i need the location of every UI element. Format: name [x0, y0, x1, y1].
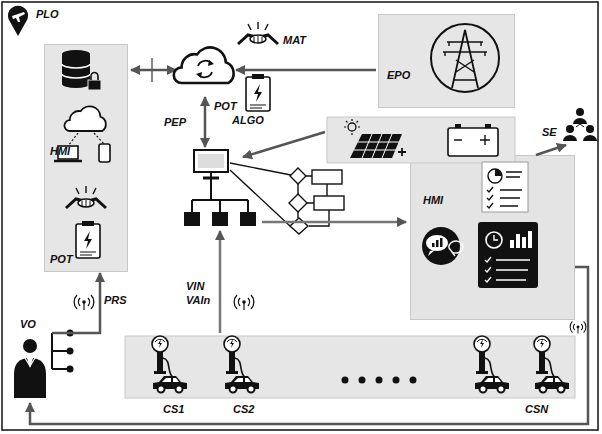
solar-battery-box: [327, 117, 515, 163]
branch-lines: [52, 330, 74, 373]
wireless-icon: [570, 321, 586, 333]
energy-arrow: [243, 132, 325, 157]
name-label: VAIn: [186, 294, 210, 307]
wireless-icon: [234, 295, 254, 310]
chat-analytics-icon: [422, 227, 463, 265]
person-icon: [14, 339, 46, 398]
node-text: EPO: [387, 69, 410, 82]
node-text: VO: [20, 318, 36, 331]
charging-stations: [125, 336, 575, 398]
people-icon: [563, 108, 597, 141]
pep-arrow: [204, 97, 207, 147]
handshake-icon: [238, 22, 278, 44]
name-label: PEP: [164, 116, 186, 129]
supply-arrow: [236, 69, 376, 72]
power-tower-icon: [431, 24, 499, 92]
wireless-icon: [74, 295, 94, 310]
operator-box: EPO: [378, 14, 515, 108]
flow-arrow: [536, 145, 566, 155]
dashboard-icon: [478, 222, 538, 288]
node-text: POT: [50, 253, 73, 266]
node-text: CSN: [525, 403, 548, 416]
data-arrow: [219, 231, 222, 333]
location-pin: [8, 6, 28, 36]
report-icon: [482, 162, 528, 212]
system-panel: HMI POT: [44, 44, 128, 272]
interface-panel: HMI: [410, 155, 575, 320]
name-label: PLO: [36, 8, 59, 21]
computer-network-icon: [184, 150, 256, 226]
cloud-devices-icon: [54, 106, 110, 162]
database-icon: [62, 50, 101, 90]
output-arrow: [262, 221, 406, 224]
node-text: SE: [542, 126, 557, 139]
name-label: MAT: [283, 34, 306, 47]
actor-icon: SE: [540, 104, 598, 144]
node-text: HMI: [50, 145, 70, 158]
link-arrow: [131, 69, 176, 72]
frame: [2, 2, 598, 430]
flow-arrow: [52, 273, 100, 333]
tick-line: [152, 58, 153, 82]
cloud-sync-icon: [174, 47, 234, 83]
handshake-icon: [66, 186, 106, 208]
node-text: CS2: [233, 403, 254, 416]
edge-label: PRS: [104, 294, 127, 307]
flow-arrow: [30, 267, 588, 424]
clipboard-icon: [246, 74, 270, 111]
actor-icon: VO: [8, 318, 52, 402]
name-label: ALGO: [232, 114, 264, 127]
flowchart-icon: [230, 163, 344, 234]
name-label: VIN: [186, 280, 204, 293]
node-text: CS1: [163, 403, 184, 416]
station-band: CS1CS2CSN: [125, 336, 575, 398]
node-text: HMI: [423, 194, 443, 207]
clipboard-icon: [76, 221, 100, 258]
name-label: POT: [214, 100, 237, 113]
